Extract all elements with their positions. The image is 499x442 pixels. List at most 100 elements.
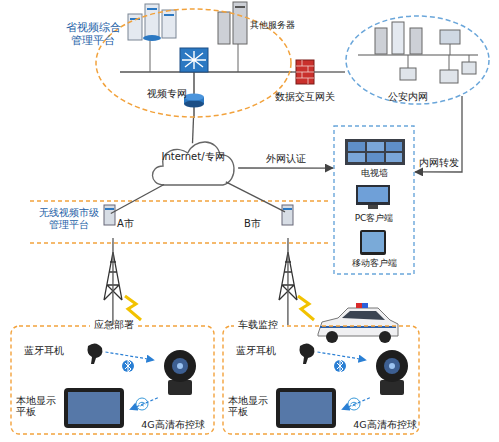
pc-stand <box>368 205 378 209</box>
server-icon <box>104 205 115 225</box>
server-stripe <box>105 208 114 210</box>
server-stripe <box>164 14 174 16</box>
device-node: 本地显示平板 <box>14 382 130 432</box>
wifi-mark <box>139 402 146 406</box>
network-link <box>111 185 164 214</box>
node-text: 蓝牙耳机 <box>24 346 70 357</box>
wireless-bolt <box>125 296 141 320</box>
pc-screen <box>358 187 388 202</box>
car-wheel <box>326 331 338 343</box>
city-node: B市 <box>240 203 300 238</box>
pc-monitor <box>356 185 390 205</box>
platform-band <box>30 242 330 243</box>
tower-icon <box>104 252 122 300</box>
deploy-group-outline <box>10 325 215 435</box>
device-kit <box>64 343 196 428</box>
car-light <box>356 303 362 308</box>
node-text: 车载监控 <box>234 319 282 331</box>
lan-wire <box>449 55 450 70</box>
gateway-node: 数据交互网关 <box>275 58 335 104</box>
switch-arrows <box>182 51 206 69</box>
firewall-bricks <box>296 60 314 84</box>
server-icon <box>233 2 247 44</box>
camera-dome <box>164 350 196 382</box>
edge-label: 内网转发 <box>419 157 459 169</box>
node-text: 本地显示平板 <box>16 396 58 418</box>
server-icon <box>218 12 230 44</box>
tv-panel <box>367 142 384 151</box>
tv-panel <box>367 153 384 162</box>
pc-icon <box>440 30 460 44</box>
edge-label: 外网认证 <box>266 153 306 165</box>
network-link <box>287 238 288 325</box>
network-ellipse: 公安内网 <box>345 15 490 105</box>
server-stripe <box>147 8 157 10</box>
server-stripe <box>283 208 292 210</box>
deploy-group <box>11 326 214 434</box>
switch-icon <box>180 48 208 72</box>
camera-glint <box>177 363 183 369</box>
deploy-group-outline <box>222 325 420 435</box>
tv-panel <box>348 142 365 151</box>
platform-band: 无线视频市级管理平台A市B市 <box>30 200 330 244</box>
node-text: 电视墙 <box>340 168 408 178</box>
earphone-icon <box>88 343 103 364</box>
wireless-link <box>106 352 155 360</box>
node-text: B市 <box>244 218 268 230</box>
wifi-icon <box>136 398 148 410</box>
server-icon <box>392 22 404 54</box>
device-node: 4G高清布控球 <box>347 342 423 432</box>
camera-base <box>168 380 192 395</box>
lan-wire <box>408 55 409 68</box>
client-group: 电视墙 PC客户端移动客户端 <box>333 125 415 275</box>
tv-panel <box>348 153 365 162</box>
wireless-link <box>130 398 158 410</box>
storage-disk <box>143 35 161 41</box>
lan-wire <box>469 55 470 62</box>
device-node: 本地显示平板 <box>226 382 342 432</box>
network-link <box>193 118 194 143</box>
car-light <box>362 303 368 308</box>
server-wire <box>238 44 239 72</box>
firewall-icon <box>296 60 314 84</box>
client-item: 移动客户端 <box>340 228 408 270</box>
wireless-link <box>318 352 367 360</box>
node-text: 4G高清布控球 <box>135 420 211 431</box>
network-link <box>292 71 296 72</box>
pc-icon <box>462 62 476 74</box>
deploy-group: 车载监控蓝牙耳机本地显示平板4G高清布控球 <box>222 325 420 435</box>
node-text: 数据交互网关 <box>271 91 339 103</box>
node-text: 移动客户端 <box>340 258 408 268</box>
network-ellipse <box>346 16 489 104</box>
node-text: 4G高清布控球 <box>347 420 423 431</box>
network-link <box>238 167 333 168</box>
deploy-group: 应急部署蓝牙耳机本地显示平板4G高清布控球 <box>10 325 215 435</box>
client-group <box>334 126 414 274</box>
tablet-icon <box>360 230 386 255</box>
lan-wire <box>450 44 451 55</box>
node-text: 省视频综合管理平台 <box>65 22 121 47</box>
tower-icon <box>279 252 297 300</box>
node-text: 视频专网 <box>147 88 197 100</box>
wireless-link <box>342 398 370 410</box>
platform-band <box>30 200 330 201</box>
wireless-bolt <box>298 296 314 320</box>
car-wheel <box>379 331 391 343</box>
tablet-screen <box>68 392 120 424</box>
server-icon <box>375 28 387 54</box>
router-base <box>184 101 204 108</box>
node-text: 本地显示平板 <box>228 396 270 418</box>
node-text: A市 <box>117 218 141 230</box>
client-item: PC客户端 <box>340 182 408 226</box>
cloud-shape-outline <box>145 135 240 190</box>
node-text: 公安内网 <box>383 91 433 103</box>
node-text: 应急部署 <box>90 319 138 331</box>
device-kit <box>276 343 408 428</box>
bluetooth-mark <box>125 360 131 372</box>
node-text: Internet/专网 <box>161 151 225 163</box>
tablet-icon <box>64 388 124 428</box>
cloud-shape <box>152 142 234 185</box>
city-node: A市 <box>95 203 140 238</box>
